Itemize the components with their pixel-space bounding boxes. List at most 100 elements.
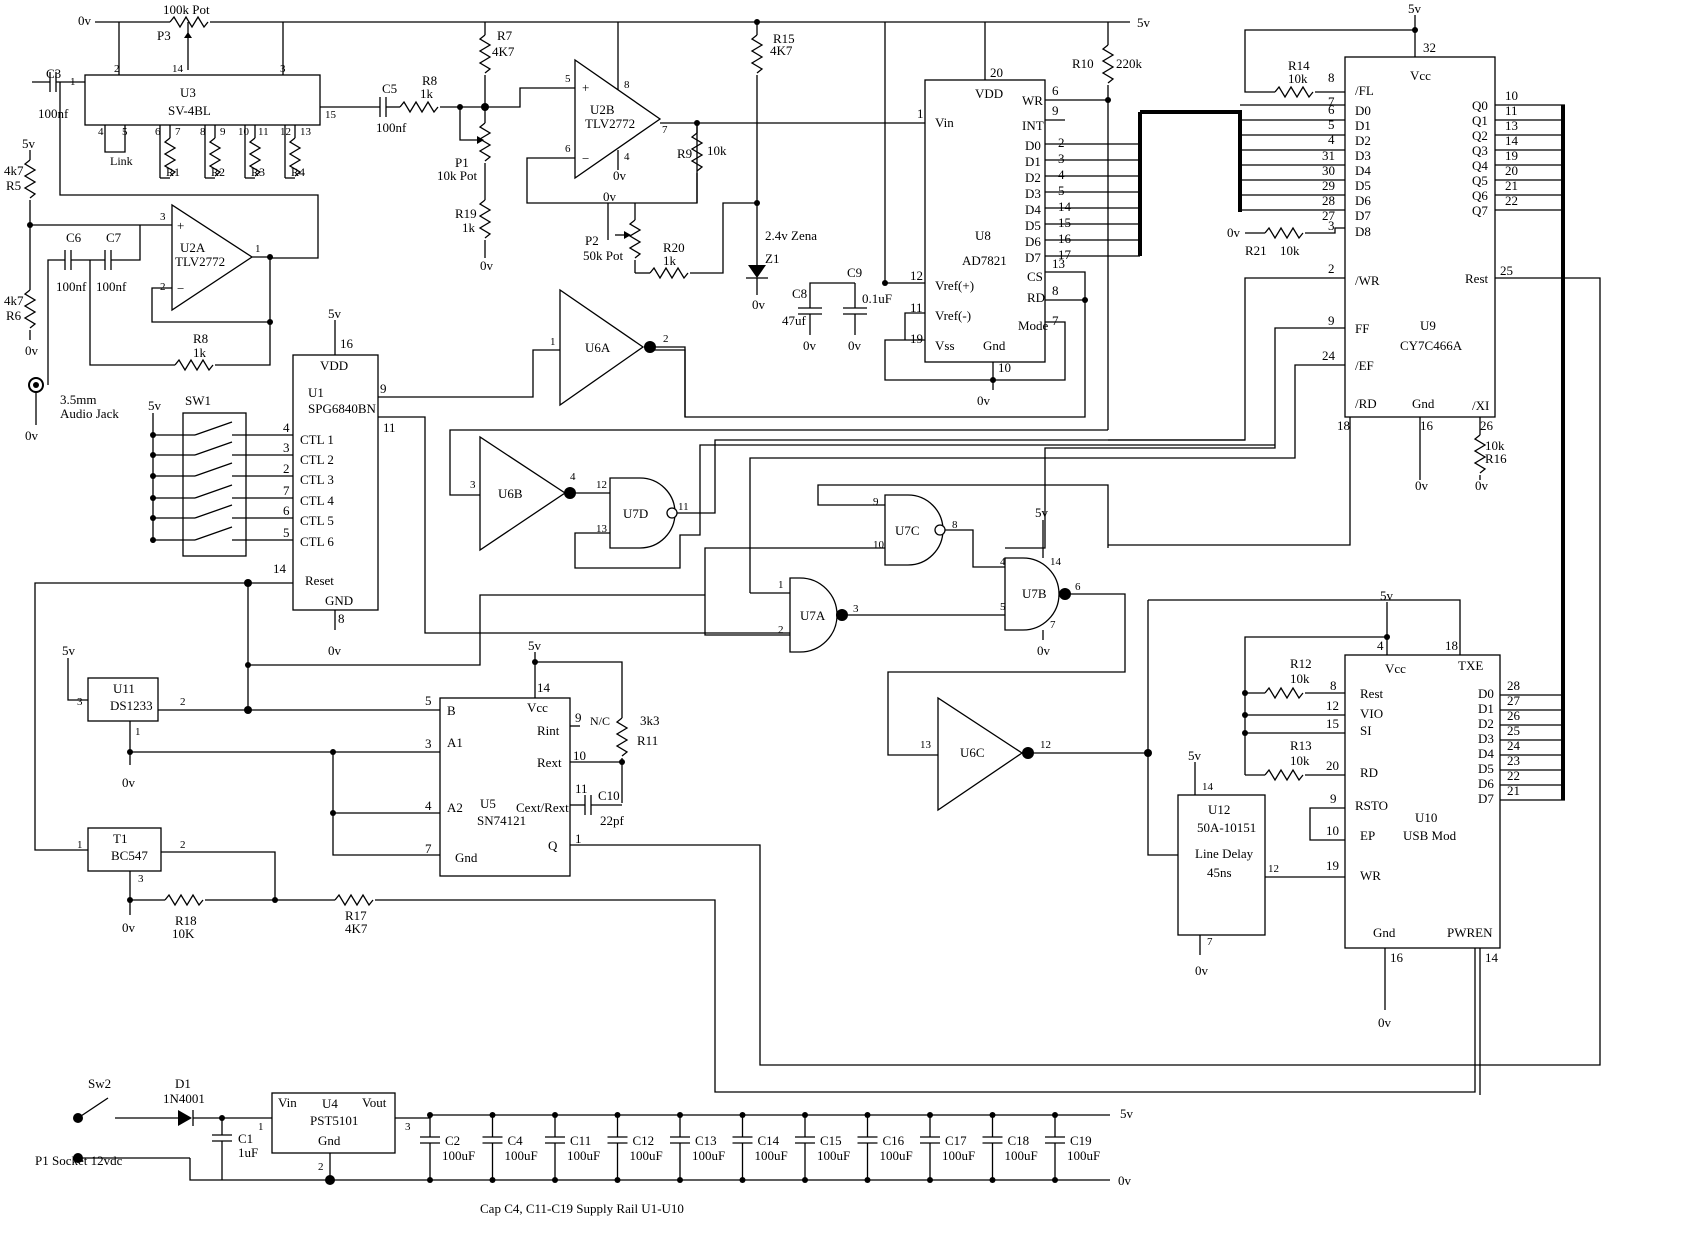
svg-text:1: 1: [917, 106, 924, 121]
svg-text:9: 9: [873, 496, 879, 508]
svg-text:PST5101: PST5101: [310, 1113, 358, 1128]
svg-text:13: 13: [300, 126, 312, 138]
svg-text:0v: 0v: [25, 343, 39, 358]
svg-text:/EF: /EF: [1355, 358, 1374, 373]
cap-ref: C4: [508, 1133, 524, 1148]
cap-value: 100uF: [755, 1148, 788, 1163]
svg-text:Vout: Vout: [362, 1095, 387, 1110]
svg-text:7: 7: [662, 124, 668, 136]
svg-text:5: 5: [1000, 601, 1006, 613]
cap-ref: C13: [695, 1133, 717, 1148]
svg-text:1: 1: [77, 839, 83, 851]
svg-text:9: 9: [380, 381, 387, 396]
svg-text:1: 1: [575, 831, 582, 846]
svg-text:100nf: 100nf: [376, 120, 407, 135]
svg-text:9: 9: [575, 710, 582, 725]
svg-text:3: 3: [280, 63, 286, 75]
svg-text:Q1: Q1: [1472, 113, 1488, 128]
svg-text:1: 1: [255, 243, 261, 255]
u12-delay-line: U12 50A-10151 Line Delay 45ns 5v 14 12 7…: [1177, 748, 1345, 978]
svg-text:2: 2: [778, 624, 784, 636]
svg-text:C5: C5: [382, 81, 397, 96]
r15-z1-reference: R15 4K7 2.4v Zena Z1 0v: [746, 19, 817, 312]
u7b-nand: U7B 4 5 6 14 7 5v 0v: [887, 505, 1126, 756]
cap-value: 100uF: [880, 1148, 913, 1163]
svg-text:28: 28: [1507, 678, 1520, 693]
svg-text:U1: U1: [308, 385, 324, 400]
svg-text:Gnd: Gnd: [983, 338, 1006, 353]
svg-text:U7B: U7B: [1022, 586, 1047, 601]
top-supply-rail: 0v 5v 100k Pot P3: [78, 2, 1151, 70]
svg-text:D7: D7: [1025, 250, 1041, 265]
svg-text:CTL 2: CTL 2: [300, 452, 334, 467]
svg-text:U6B: U6B: [498, 486, 523, 501]
svg-text:Cap C4, C11-C19 Supply Rail U1: Cap C4, C11-C19 Supply Rail U1-U10: [480, 1201, 684, 1216]
svg-text:6: 6: [1328, 102, 1335, 117]
svg-text:100nf: 100nf: [56, 279, 87, 294]
psu-capacitor-bank: C2100uFC4100uFC11100uFC12100uFC13100uFC1…: [420, 1112, 1100, 1183]
svg-text:U7C: U7C: [895, 523, 920, 538]
svg-text:0v: 0v: [78, 13, 92, 28]
svg-text:16: 16: [340, 336, 354, 351]
svg-text:CY7C466A: CY7C466A: [1400, 338, 1463, 353]
svg-text:6: 6: [565, 143, 571, 155]
svg-text:2: 2: [283, 461, 290, 476]
u11-reset-supervisor: U11 DS1233 5v 3 2 1 0v: [62, 643, 440, 856]
svg-text:7: 7: [1207, 936, 1213, 948]
svg-text:3: 3: [425, 736, 432, 751]
svg-text:CTL 3: CTL 3: [300, 472, 334, 487]
svg-text:0v: 0v: [122, 775, 136, 790]
svg-text:4k7: 4k7: [4, 163, 24, 178]
svg-text:3.5mm: 3.5mm: [60, 392, 96, 407]
svg-text:10k: 10k: [1288, 71, 1308, 86]
svg-text:U6C: U6C: [960, 745, 985, 760]
svg-text:A2: A2: [447, 800, 463, 815]
svg-text:Audio Jack: Audio Jack: [60, 406, 119, 421]
svg-text:1: 1: [135, 726, 141, 738]
u7c-nand: U7C 9 10 8: [704, 484, 1109, 595]
svg-text:U4: U4: [322, 1096, 338, 1111]
svg-text:12: 12: [596, 479, 607, 491]
svg-text:P1 Socket 12vdc: P1 Socket 12vdc: [35, 1153, 123, 1168]
svg-text:/XI: /XI: [1472, 398, 1489, 413]
svg-text:SV-4BL: SV-4BL: [168, 103, 211, 118]
svg-text:D3: D3: [1478, 731, 1494, 746]
svg-text:4: 4: [283, 420, 290, 435]
svg-text:0v: 0v: [1415, 478, 1429, 493]
svg-text:R18: R18: [175, 913, 197, 928]
svg-text:7: 7: [1050, 619, 1056, 631]
svg-text:2: 2: [180, 696, 186, 708]
svg-text:U2A: U2A: [180, 240, 206, 255]
svg-text:FF: FF: [1355, 321, 1369, 336]
svg-text:14: 14: [1058, 199, 1072, 214]
t1-transistor: T1 BC547 1 2 3 R18 10K R17 4K7 0v: [77, 827, 1476, 1093]
cap-ref: C16: [883, 1133, 905, 1148]
svg-text:/RD: /RD: [1355, 396, 1377, 411]
svg-text:2.4v Zena: 2.4v Zena: [765, 228, 817, 243]
svg-text:10: 10: [998, 360, 1011, 375]
svg-text:0v: 0v: [613, 168, 627, 183]
svg-text:Rint: Rint: [537, 723, 560, 738]
svg-text:D3: D3: [1355, 148, 1371, 163]
svg-text:0v: 0v: [1475, 478, 1489, 493]
svg-text:Vcc: Vcc: [1410, 68, 1431, 83]
svg-text:6: 6: [1075, 581, 1081, 593]
svg-text:100nf: 100nf: [38, 106, 69, 121]
svg-text:R9: R9: [677, 146, 692, 161]
cap-value: 100uF: [692, 1148, 725, 1163]
svg-text:3: 3: [1328, 218, 1335, 233]
svg-text:D4: D4: [1025, 202, 1041, 217]
svg-text:5v: 5v: [148, 398, 162, 413]
u9-fifo: Vcc /FL /WR FF /EF /RD Gnd /XI Rest U9 C…: [570, 1, 1601, 1066]
svg-text:INT: INT: [1022, 118, 1044, 133]
svg-text:6: 6: [155, 126, 161, 138]
svg-text:14: 14: [273, 561, 287, 576]
svg-text:50A-10151: 50A-10151: [1197, 820, 1256, 835]
svg-text:C8: C8: [792, 286, 807, 301]
svg-text:D7: D7: [1355, 208, 1371, 223]
svg-text:Vcc: Vcc: [527, 700, 548, 715]
svg-text:PWREN: PWREN: [1447, 925, 1493, 940]
svg-text:7: 7: [283, 483, 290, 498]
